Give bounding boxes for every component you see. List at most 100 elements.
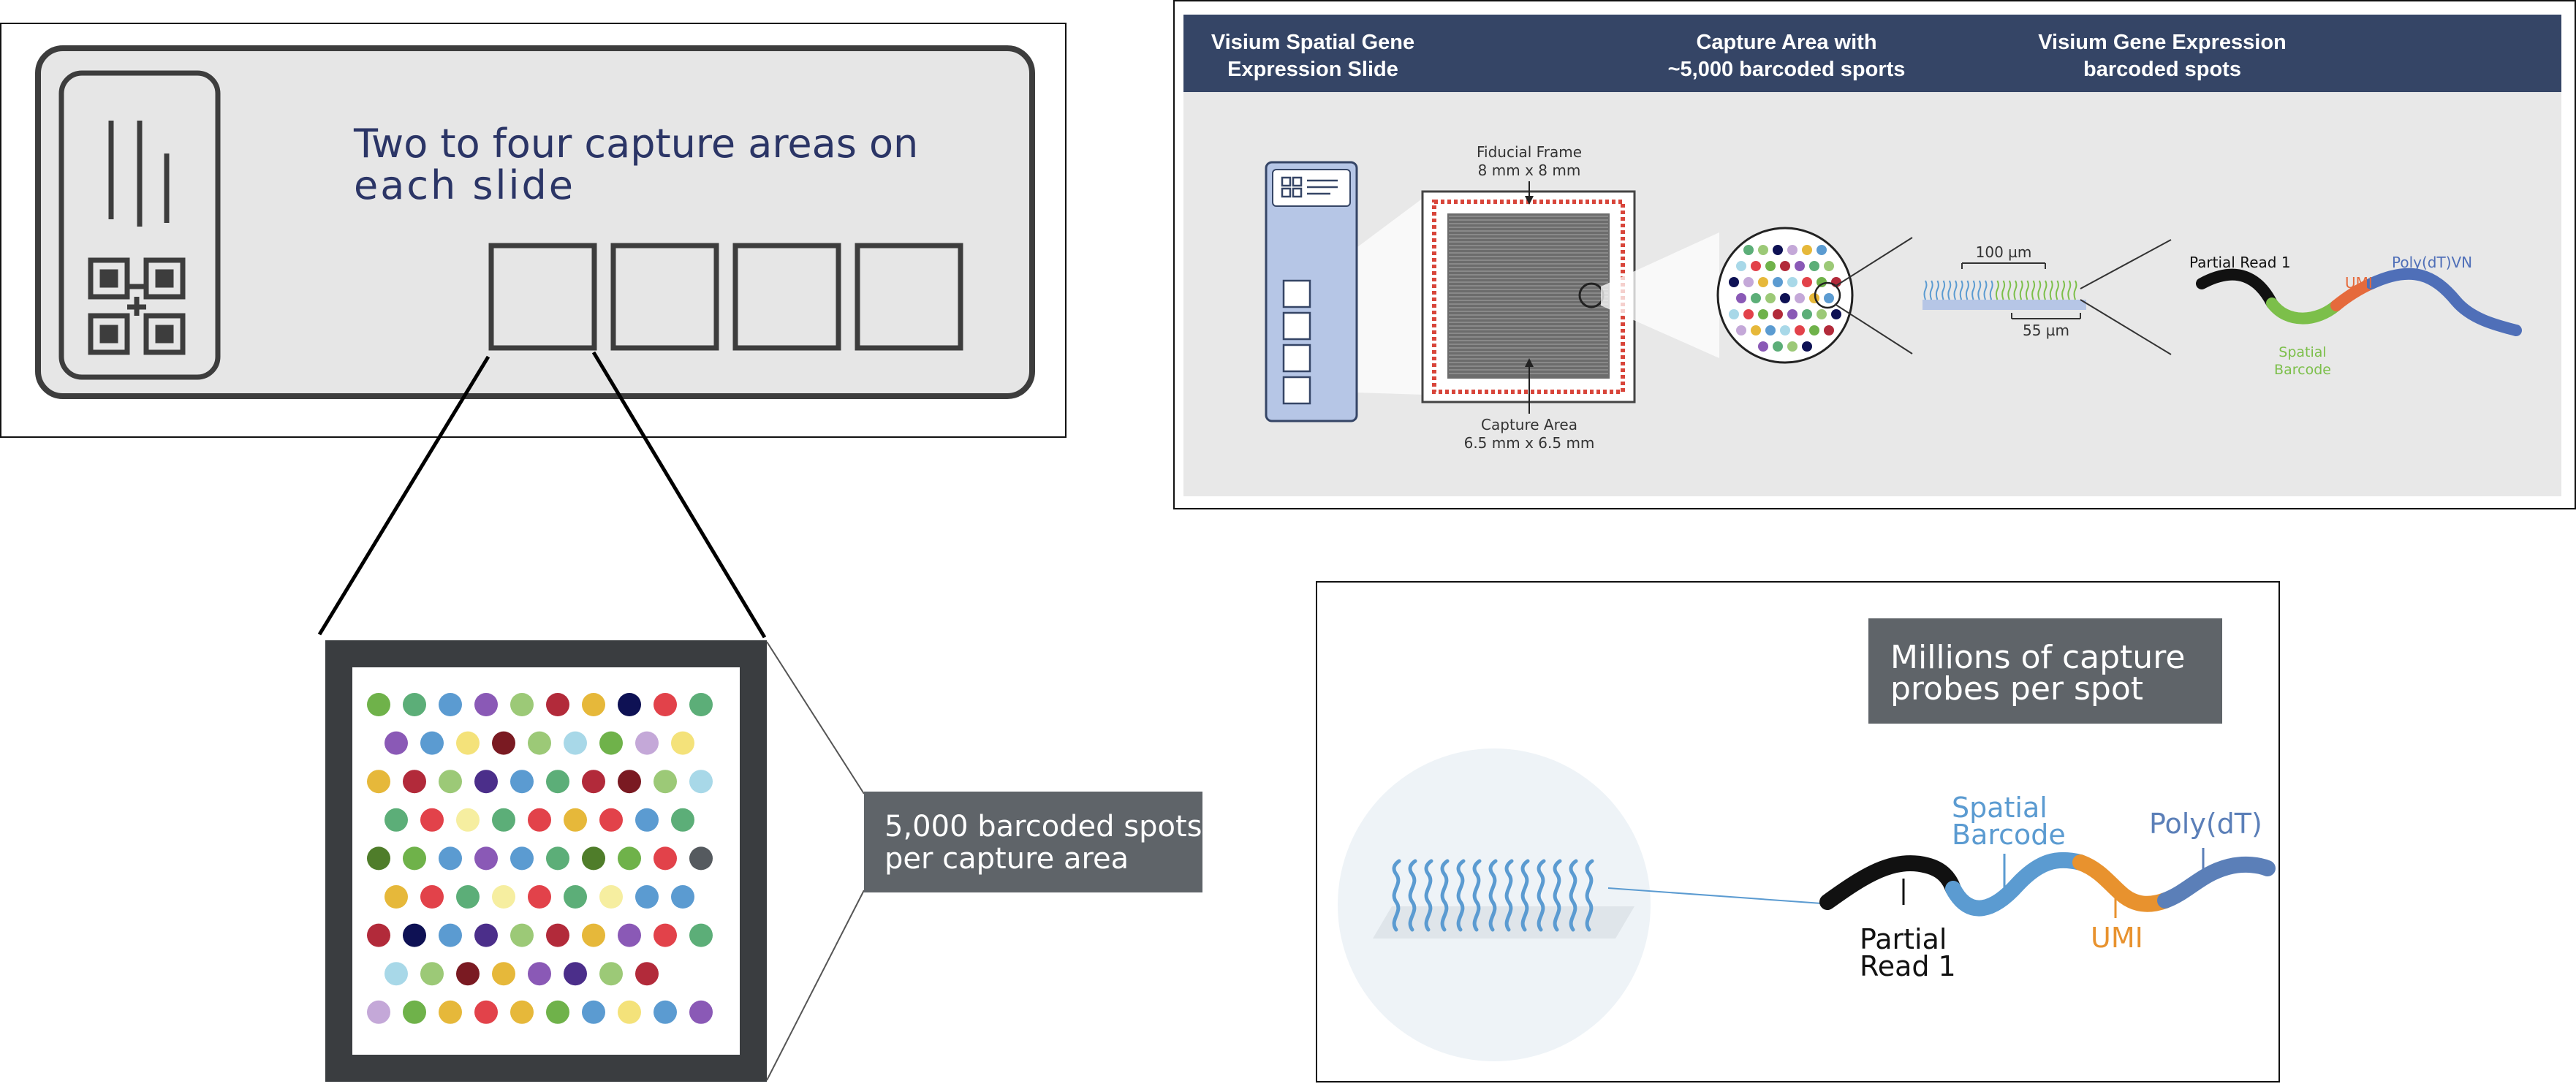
mini-spot [1787,341,1797,352]
polydt-vn-label: Poly(dT)VN [2392,254,2472,271]
barcoded-spot [439,1000,462,1024]
barcoded-spot [618,693,641,716]
probe-bed-line [2043,280,2047,300]
probe-partial-line2: Read 1 [1860,950,1956,982]
mini-spot [1824,293,1834,303]
dim-55um: 55 µm [2023,322,2069,339]
mini-spot [1795,325,1805,335]
spots-callout-line1: 5,000 barcoded spots [884,810,1202,843]
probe-bed-line [2025,280,2029,300]
barcoded-spot [510,693,534,716]
barcoded-spot [528,808,551,832]
barcoded-spot-grid [367,693,713,1024]
zoom-line-spot-bottom [1834,303,1913,354]
barcode-lines [108,121,170,227]
mini-spot [1729,277,1739,287]
mini-spot [1758,245,1768,255]
probe-partial-line1: Partial [1860,923,1947,955]
barcoded-spot [456,885,480,909]
probe-bed-line [1929,280,1933,300]
barcoded-spot [420,731,444,755]
header-slide-line1: Visium Spatial Gene [1211,31,1414,54]
probe-umi-label: UMI [2091,922,2143,954]
barcoded-spot [367,1000,390,1024]
polydt-segment [2157,856,2276,909]
barcoded-spot [564,731,587,755]
mini-spot [1795,293,1805,303]
probe-bed-line [1977,280,1982,300]
header-capture-line2: ~5,000 barcoded sports [1668,58,1906,81]
barcoded-spot [546,693,569,716]
mini-spot [1809,325,1819,335]
capture-probe [1440,859,1450,932]
single-spot-marker [1814,281,1841,309]
mini-spot [1758,341,1768,352]
barcoded-spot [492,731,515,755]
probe-bed-line [2061,280,2066,300]
barcoded-spot [546,846,569,871]
barcoded-spot [474,693,498,716]
probe-strand [1819,852,2276,917]
probe-bed-line [1923,280,1928,300]
slide-panel: Two to four capture areas on each slide [0,23,1067,438]
capture-area-square [855,243,963,351]
fiducial-label-line1: Fiducial Frame [1477,143,1582,161]
barcoded-spot [510,923,534,947]
mini-spot [1780,293,1790,303]
barcoded-spot [546,770,569,794]
barcoded-spot [599,962,623,986]
barcoded-spot [474,1000,498,1024]
slide-title-line1: Two to four capture areas on [353,121,918,167]
spatial-label-line1: Spatial [2278,344,2326,360]
barcoded-spot [439,923,462,947]
capture-probe [1585,859,1594,932]
mini-spot [1824,261,1834,271]
barcoded-spot [492,808,515,832]
spots-callout-box [864,792,1202,892]
capture-area-label-line1: Capture Area [1481,416,1577,433]
probe-bed-line [1959,280,1963,300]
barcoded-spot [384,885,408,909]
mini-spot [1802,341,1812,352]
probe-bed-line [2073,280,2077,300]
probe-bed-line [1942,280,1946,300]
probes-callout-line2: probes per spot [1890,670,2143,708]
barcoded-spot [564,885,587,909]
barcoded-spot [403,770,426,794]
mini-spot [1751,325,1761,335]
barcoded-spot [599,885,623,909]
capture-area-panel: 5,000 barcoded spots per capture area [325,640,1202,1082]
slide-outline [35,45,1035,399]
probe-bed-line [1947,280,1952,300]
probe-bed-line [2055,280,2059,300]
barcoded-spot [618,923,641,947]
probe-bed-line [2067,280,2072,300]
barcoded-spot [599,731,623,755]
barcoded-spot [420,808,444,832]
barcoded-spot [671,885,694,909]
dim-100um: 100 µm [1976,243,2032,261]
barcoded-spot [654,846,677,871]
mini-spot [1802,245,1812,255]
header-spots-line1: Visium Gene Expression [2038,31,2287,54]
barcoded-spot [456,731,480,755]
barcoded-spot [510,770,534,794]
barcoded-spot [671,731,694,755]
barcoded-spot [367,770,390,794]
capture-area-square [732,243,841,351]
umi-segment [2072,854,2173,912]
barcoded-spot [689,693,713,716]
barcoded-spot [582,923,605,947]
probe-spatial-line1: Spatial [1952,792,2047,824]
barcoded-spot [654,770,677,794]
oligo-strand [2196,268,2522,336]
barcoded-spot [582,693,605,716]
barcoded-spot [439,693,462,716]
zoom-line-right [591,351,767,639]
barcoded-spot [403,846,426,871]
barcoded-spot [474,846,498,871]
barcoded-spot [654,923,677,947]
barcoded-spot [367,693,390,716]
zoom-line-probe-top [2080,239,2172,289]
barcoded-spot [689,1000,713,1024]
